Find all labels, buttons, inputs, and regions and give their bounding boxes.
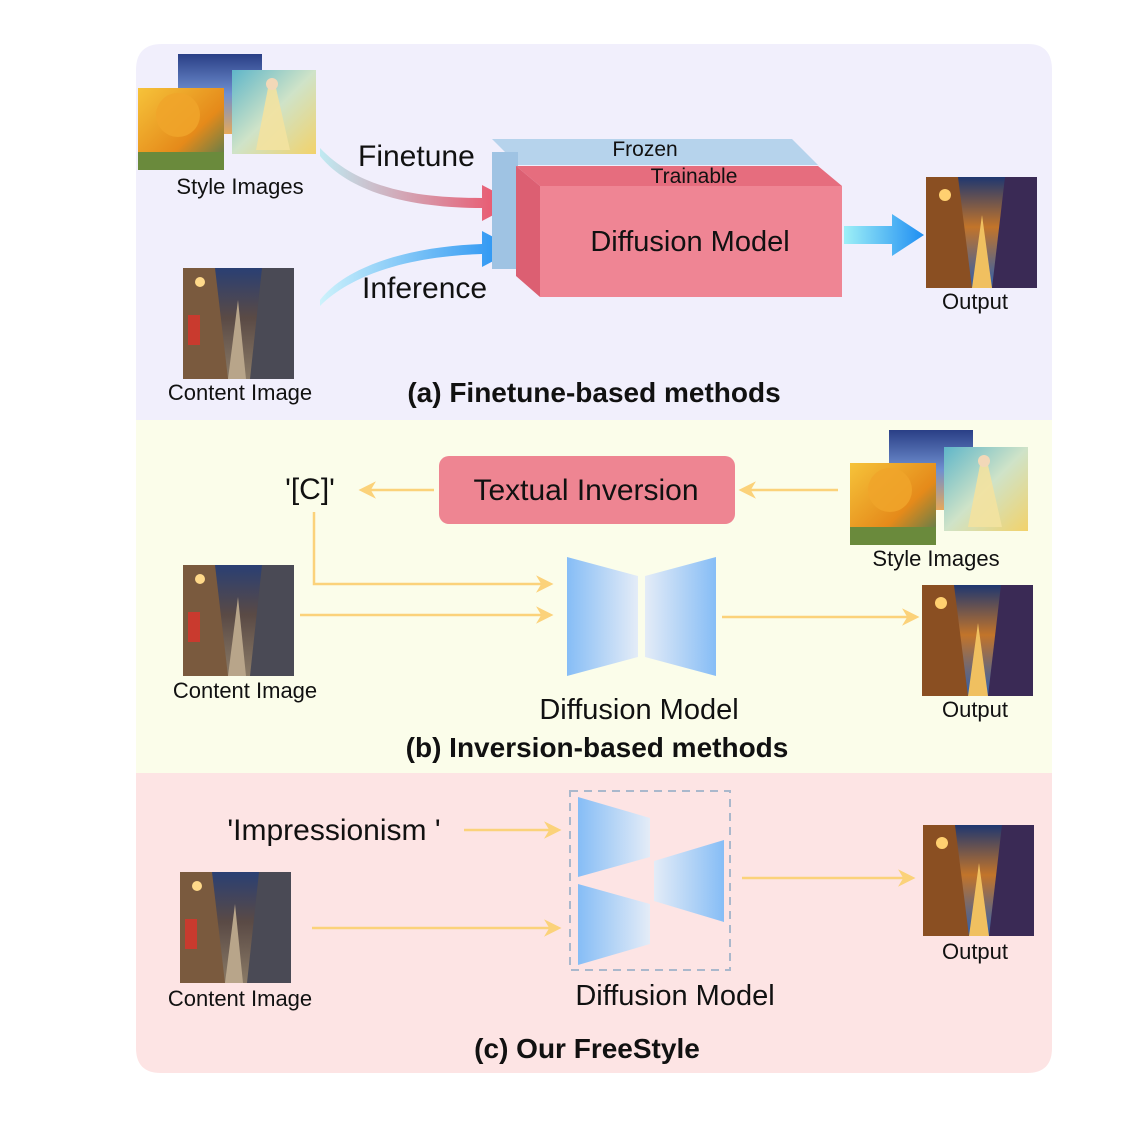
inference-arrow xyxy=(320,231,516,306)
panel-a-content-image-label: Content Image xyxy=(168,380,312,405)
panel-c-model-label: Diffusion Model xyxy=(575,980,774,1012)
panel-b-model-label: Diffusion Model xyxy=(539,694,738,726)
finetune-label: Finetune xyxy=(358,140,475,173)
panel-c-output-label: Output xyxy=(942,939,1008,964)
unet-decoder xyxy=(645,557,716,676)
panel-c-content-image xyxy=(180,872,291,983)
diffusion-model-box-a xyxy=(540,186,842,297)
unet-encoder xyxy=(567,557,638,676)
panel-a-model-label: Diffusion Model xyxy=(590,226,789,258)
panel-b-title: (b) Inversion-based methods xyxy=(406,732,789,763)
inference-label: Inference xyxy=(362,272,487,305)
panel-a-output-arrow xyxy=(844,214,924,256)
panel-a-title: (a) Finetune-based methods xyxy=(407,377,780,408)
panel-b-content-image-label: Content Image xyxy=(173,678,317,703)
panel-b-content-image xyxy=(183,565,294,676)
freestyle-encoder-bottom xyxy=(578,884,650,965)
panel-c-output-image xyxy=(923,825,1034,936)
freestyle-encoder-top xyxy=(578,797,650,877)
panel-a: Style Images Content Image Finetune Infe… xyxy=(138,54,1037,408)
panel-a-output-label: Output xyxy=(942,289,1008,314)
textual-inversion-label: Textual Inversion xyxy=(473,474,698,507)
panel-b-style-images-stack xyxy=(850,430,1028,545)
panel-b-diffusion-model xyxy=(567,557,716,676)
panel-b-output-label: Output xyxy=(942,697,1008,722)
panel-a-style-images-label: Style Images xyxy=(176,174,303,199)
panel-b: '[C]' Textual Inversion Style Images xyxy=(173,430,1033,763)
finetune-arrow xyxy=(320,148,516,221)
arrow-token-to-model xyxy=(312,512,554,593)
frozen-block xyxy=(492,139,818,269)
panel-a-content-image xyxy=(183,268,294,379)
panel-b-style-images-label: Style Images xyxy=(872,546,999,571)
textual-inversion-box xyxy=(439,456,735,524)
panel-b-output-image xyxy=(922,585,1033,696)
panel-c: 'Impressionism ' Diffusion Model Content… xyxy=(168,790,1034,1064)
panel-c-content-image-label: Content Image xyxy=(168,986,312,1011)
trainable-label: Trainable xyxy=(651,165,738,188)
token-label: '[C]' xyxy=(285,473,335,506)
frozen-label: Frozen xyxy=(612,138,677,161)
panel-a-output-image xyxy=(926,177,1037,288)
style-images-stack xyxy=(138,54,316,170)
freestyle-decoder xyxy=(654,840,724,922)
freestyle-model-box xyxy=(569,790,731,971)
panel-c-title: (c) Our FreeStyle xyxy=(474,1033,700,1064)
prompt-label: 'Impressionism ' xyxy=(227,814,440,847)
trainable-block xyxy=(516,166,842,297)
